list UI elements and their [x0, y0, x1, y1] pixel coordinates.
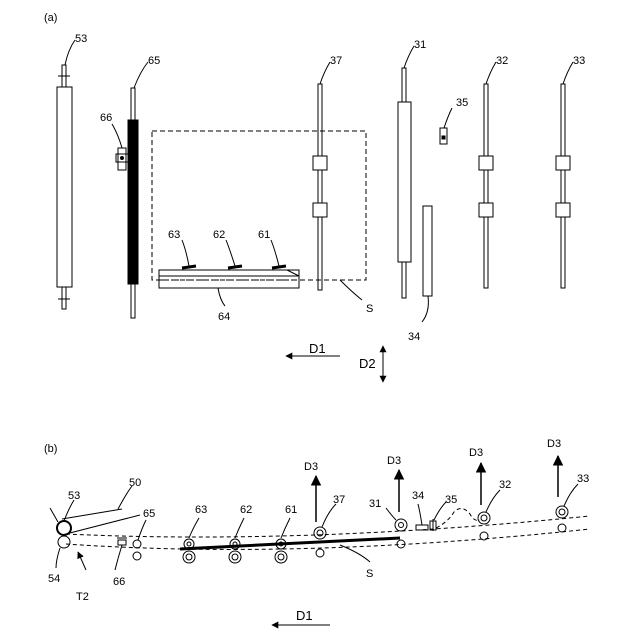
leader-61	[271, 240, 279, 266]
leader-32	[486, 62, 496, 84]
label-33: 33	[573, 55, 585, 67]
roller-53-b	[57, 521, 71, 535]
label-d3-33: D3	[547, 438, 561, 450]
panel-a: (a) 53 65 66 S	[44, 12, 585, 382]
label-34-b: 34	[412, 490, 424, 502]
label-d2: D2	[359, 356, 376, 371]
label-33-b: 33	[577, 473, 589, 485]
roller-65	[128, 88, 138, 318]
leader-62	[226, 240, 235, 266]
leader-66	[112, 124, 122, 148]
sheet-area-s	[152, 131, 366, 280]
leader-31	[404, 46, 414, 68]
panel-a-tag: (a)	[44, 12, 57, 24]
shaft-33	[556, 84, 570, 288]
plate-34	[423, 206, 432, 296]
tray-64	[159, 270, 299, 288]
label-66-b: 66	[113, 576, 125, 588]
label-64: 64	[218, 311, 230, 323]
roller-62	[228, 266, 242, 268]
roller-54	[58, 536, 70, 548]
label-54: 54	[48, 573, 60, 585]
leader-50	[118, 486, 132, 509]
panel-b: (b) S 50 53 54 T2 66 65	[44, 438, 590, 625]
label-t2: T2	[76, 591, 89, 603]
leader-34	[422, 296, 428, 322]
sheet-wave	[436, 508, 480, 528]
label-61-b: 61	[285, 504, 297, 516]
label-31-b: 31	[369, 498, 381, 510]
roller-53	[57, 65, 72, 309]
leader-65	[134, 62, 148, 88]
lower-guide-line	[66, 529, 590, 549]
leader-61-b	[281, 518, 290, 538]
label-37-b: 37	[333, 494, 345, 506]
label-63: 63	[168, 229, 180, 241]
leader-63	[182, 240, 189, 266]
sensor-35	[440, 128, 447, 144]
label-65-b: 65	[143, 508, 155, 520]
leader-66-b	[115, 545, 122, 570]
roller-61	[272, 266, 286, 268]
arrow-t2	[78, 552, 86, 570]
leader-54	[56, 548, 60, 568]
belt-50	[62, 509, 140, 535]
sensor-66-b	[117, 538, 127, 545]
label-d1-a: D1	[309, 341, 326, 356]
panel-b-tag: (b)	[44, 443, 57, 455]
leader-31-b	[386, 508, 396, 520]
leader-37	[320, 62, 330, 84]
label-d3-31: D3	[387, 455, 401, 467]
label-d3-32: D3	[469, 447, 483, 459]
leader-35	[444, 108, 452, 128]
label-34: 34	[408, 331, 420, 343]
leader-64	[218, 288, 225, 306]
leader-37-b	[322, 504, 336, 527]
leader-s-a	[340, 280, 362, 300]
roller-65-b-lower	[133, 552, 141, 560]
roller-31	[398, 68, 411, 298]
label-62-b: 62	[240, 504, 252, 516]
shaft-37	[313, 84, 327, 290]
sheet-s	[180, 538, 400, 549]
label-d3-37: D3	[304, 461, 318, 473]
label-50: 50	[129, 477, 141, 489]
roller-pair-62	[229, 539, 241, 563]
label-31: 31	[414, 39, 426, 51]
leader-53	[65, 40, 75, 65]
shaft-32	[479, 84, 493, 288]
label-53-b: 53	[68, 490, 80, 502]
label-53: 53	[75, 33, 87, 45]
label-32-b: 32	[499, 479, 511, 491]
leader-33	[563, 62, 573, 84]
label-61: 61	[258, 229, 270, 241]
roller-pair-63	[183, 539, 195, 563]
leader-s-b	[340, 545, 370, 562]
sensor-66	[116, 148, 128, 170]
roller-31-b	[395, 519, 407, 548]
label-d1-b: D1	[296, 608, 313, 623]
label-s-b: S	[366, 568, 373, 580]
label-s-a: S	[366, 303, 373, 315]
label-63-b: 63	[195, 504, 207, 516]
label-37: 37	[330, 55, 342, 67]
label-35-b: 35	[445, 494, 457, 506]
leader-32-b	[486, 490, 500, 512]
label-32: 32	[496, 55, 508, 67]
label-65: 65	[148, 55, 160, 67]
leader-62-b	[235, 518, 244, 538]
leader-34-b	[418, 504, 422, 525]
belt-left-edge	[50, 508, 58, 522]
label-62: 62	[213, 229, 225, 241]
leader-33-b	[564, 484, 578, 506]
label-35: 35	[456, 97, 468, 109]
roller-65-b	[133, 540, 141, 548]
leader-63-b	[189, 518, 199, 538]
label-66: 66	[100, 112, 112, 124]
roller-63	[182, 266, 196, 268]
